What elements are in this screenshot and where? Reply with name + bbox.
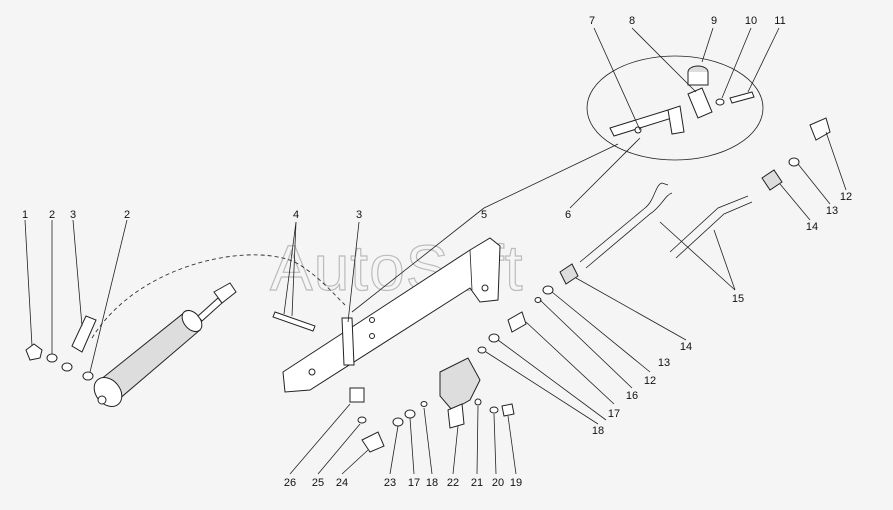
callout-11: 11 bbox=[774, 15, 785, 27]
callout-17: 17 bbox=[408, 477, 420, 489]
callout-18: 18 bbox=[592, 425, 604, 437]
leader-lines bbox=[24, 27, 847, 475]
mounting-path-dashed bbox=[91, 254, 346, 339]
callout-2: 2 bbox=[49, 209, 55, 221]
callout-12: 12 bbox=[840, 191, 852, 203]
callout-5: 5 bbox=[481, 209, 487, 221]
left-fasteners bbox=[25, 315, 97, 381]
callout-13: 13 bbox=[658, 357, 670, 369]
callout-14: 14 bbox=[806, 221, 818, 233]
callout-20: 20 bbox=[492, 477, 504, 489]
callout-18: 18 bbox=[426, 477, 438, 489]
callout-15: 15 bbox=[732, 293, 744, 305]
right-fittings bbox=[477, 117, 831, 354]
callout-16: 16 bbox=[626, 390, 638, 402]
callout-19: 19 bbox=[510, 477, 522, 489]
callout-10: 10 bbox=[745, 15, 757, 27]
callout-21: 21 bbox=[471, 477, 483, 489]
callout-13: 13 bbox=[826, 205, 838, 217]
callout-26: 26 bbox=[284, 477, 296, 489]
callout-4: 4 bbox=[293, 209, 299, 221]
callout-6: 6 bbox=[565, 209, 571, 221]
detail-parts bbox=[609, 65, 755, 137]
bracket-part bbox=[282, 237, 501, 393]
callout-2: 2 bbox=[124, 209, 130, 221]
callout-12: 12 bbox=[644, 375, 656, 387]
pin-part bbox=[341, 317, 355, 366]
callout-23: 23 bbox=[384, 477, 396, 489]
callout-22: 22 bbox=[447, 477, 459, 489]
callout-8: 8 bbox=[629, 15, 635, 27]
detail-view-ellipse bbox=[586, 55, 764, 161]
callout-14: 14 bbox=[680, 341, 692, 353]
bottom-parts bbox=[349, 357, 515, 453]
callout-25: 25 bbox=[312, 477, 324, 489]
callout-17: 17 bbox=[608, 408, 620, 420]
callout-24: 24 bbox=[336, 477, 348, 489]
hydraulic-cylinder bbox=[93, 282, 237, 407]
callout-3: 3 bbox=[70, 209, 76, 221]
callout-3: 3 bbox=[356, 209, 362, 221]
callout-9: 9 bbox=[711, 15, 717, 27]
callout-7: 7 bbox=[589, 15, 595, 27]
pipes bbox=[579, 182, 753, 269]
bolt-part bbox=[272, 311, 316, 332]
callout-1: 1 bbox=[22, 209, 28, 221]
